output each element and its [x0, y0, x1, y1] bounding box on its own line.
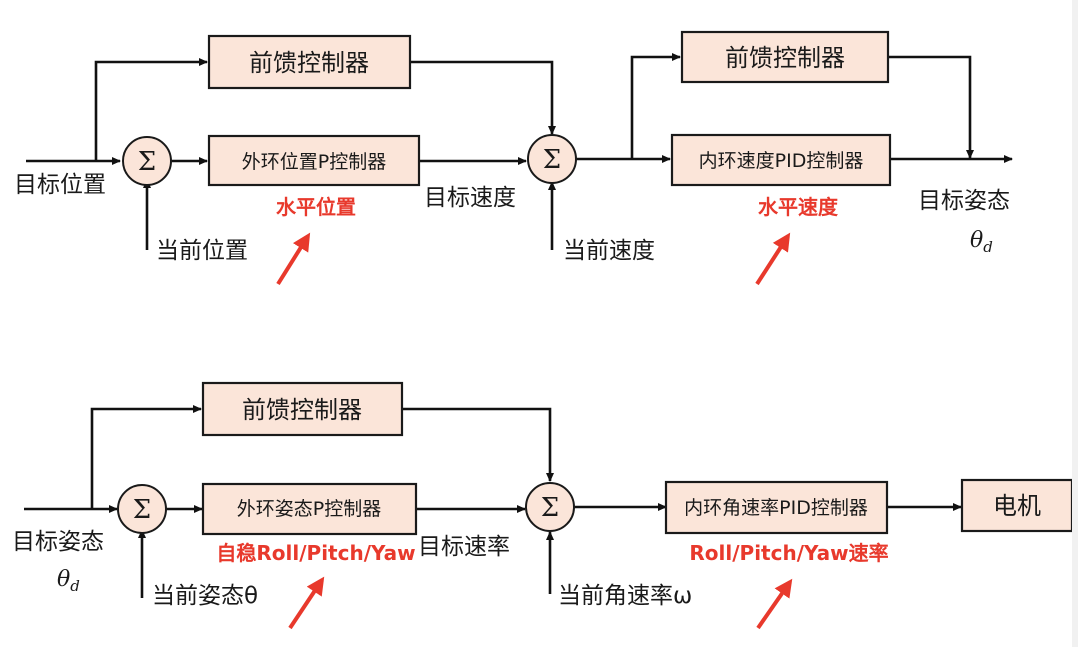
scrollbar[interactable] — [1072, 0, 1078, 647]
red-arrow-icon — [288, 576, 325, 630]
sum-junction-1: Σ — [122, 136, 172, 186]
sum-symbol: Σ — [543, 145, 561, 175]
wire-feedforward2-to-output — [888, 55, 974, 159]
label-target-rate: 目标速率 — [418, 534, 510, 560]
red-arrow-icon — [276, 232, 311, 286]
wire-feedforward1-to-sum2 — [405, 60, 556, 135]
sum-junction-4: Σ — [525, 482, 575, 532]
label-current-angular-rate: 当前角速率ω — [558, 583, 692, 609]
feedforward-controller-3: 前馈控制器 — [201, 381, 404, 437]
svg-text:内环速度PID控制器: 内环速度PID控制器 — [699, 150, 864, 172]
label-theta-d: θd — [970, 228, 993, 256]
sum-symbol: Σ — [541, 493, 559, 523]
sum-junction-3: Σ — [117, 484, 167, 534]
outer-attitude-p-controller: 外环姿态P控制器 — [201, 482, 418, 536]
label-target-position: 目标位置 — [14, 172, 106, 198]
svg-text:前馈控制器: 前馈控制器 — [249, 49, 369, 77]
red-arrow-icon — [755, 232, 791, 286]
wire-to-feedforward1 — [94, 58, 208, 161]
inner-speed-pid-controller: 内环速度PID控制器 — [670, 133, 892, 187]
label-target-speed: 目标速度 — [424, 185, 516, 211]
label-theta-d: θd — [57, 567, 80, 595]
wire-feedforward3-to-sum4 — [402, 407, 554, 482]
note-rpy-rate: Roll/Pitch/Yaw速率 — [689, 541, 888, 565]
svg-text:电机: 电机 — [993, 492, 1041, 520]
red-arrow-icon — [756, 578, 793, 630]
svg-text:内环角速率PID控制器: 内环角速率PID控制器 — [684, 497, 868, 519]
svg-text:前馈控制器: 前馈控制器 — [725, 44, 845, 72]
svg-text:前馈控制器: 前馈控制器 — [242, 396, 362, 424]
sum-symbol: Σ — [138, 147, 156, 177]
lower-loop: Σ Σ 前馈控制器 外环姿态P控制器 内环角速率PID控制器 电机 目标姿态 θ… — [12, 381, 1074, 630]
note-self-stabilize-rpy: 自稳Roll/Pitch/Yaw — [216, 541, 415, 565]
motor-block: 电机 — [960, 478, 1074, 533]
note-horizontal-speed: 水平速度 — [758, 195, 839, 219]
note-horizontal-position: 水平位置 — [276, 195, 356, 219]
svg-text:外环姿态P控制器: 外环姿态P控制器 — [237, 498, 381, 520]
sum-symbol: Σ — [133, 495, 151, 525]
label-current-position: 当前位置 — [156, 238, 248, 264]
label-current-attitude: 当前姿态θ — [152, 583, 258, 609]
wire-to-feedforward2 — [630, 53, 681, 159]
label-current-speed: 当前速度 — [563, 238, 655, 264]
feedforward-controller-2: 前馈控制器 — [680, 30, 890, 84]
sum-junction-2: Σ — [527, 134, 577, 184]
label-target-attitude: 目标姿态 — [918, 188, 1010, 214]
feedforward-controller-1: 前馈控制器 — [207, 34, 412, 90]
wire-to-feedforward3 — [90, 405, 202, 509]
label-target-attitude: 目标姿态 — [12, 529, 104, 555]
upper-loop: Σ Σ 前馈控制器 外环位置P控制器 前馈控制器 内环速度PID控制器 目标位置… — [14, 30, 1013, 286]
inner-rate-pid-controller: 内环角速率PID控制器 — [664, 480, 889, 535]
outer-position-p-controller: 外环位置P控制器 — [207, 134, 421, 187]
svg-text:外环位置P控制器: 外环位置P控制器 — [242, 151, 386, 173]
